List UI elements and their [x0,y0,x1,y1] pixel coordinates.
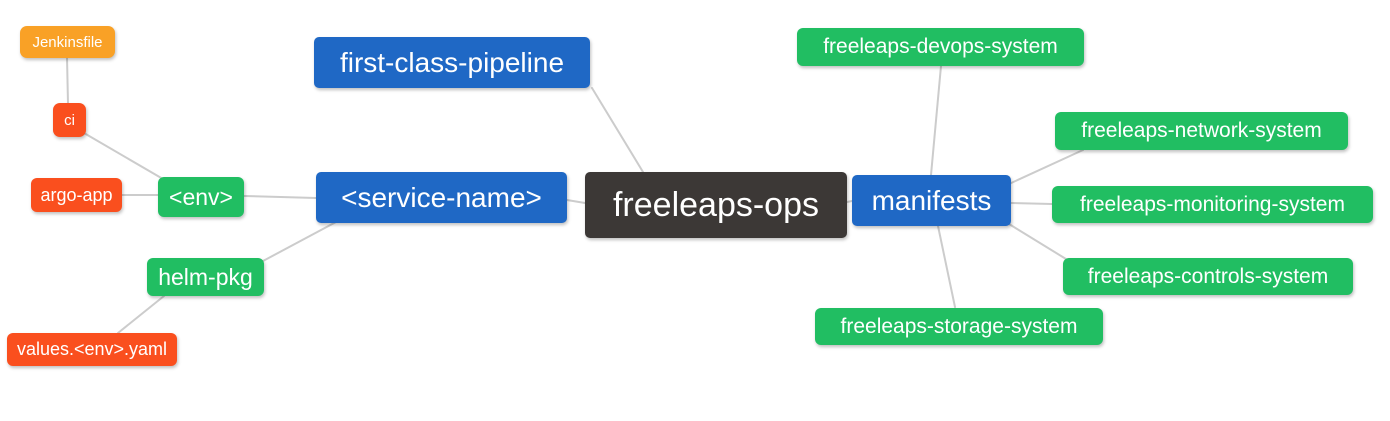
node-devops-system[interactable]: freeleaps-devops-system [797,28,1084,66]
edge-jenkinsfile-ci [66,56,69,105]
edge-manifests-storage [937,225,956,308]
edge-manifests-controls [1008,223,1067,260]
edge-env-service-name [243,195,317,199]
node-freeleaps-ops-root[interactable]: freeleaps-ops [585,172,847,238]
edge-manifests-monitoring [1010,202,1053,205]
node-jenkinsfile[interactable]: Jenkinsfile [20,26,115,58]
node-controls-system[interactable]: freeleaps-controls-system [1063,258,1353,295]
edge-service-name-root [566,199,586,204]
edge-ci-env [83,132,164,180]
edge-pipeline-root [591,87,644,173]
node-first-class-pipeline[interactable]: first-class-pipeline [314,37,590,88]
edge-manifests-network [1008,149,1084,185]
edge-manifests-devops [930,65,942,176]
node-ci[interactable]: ci [53,103,86,137]
node-manifests[interactable]: manifests [852,175,1011,226]
node-argo-app[interactable]: argo-app [31,178,122,212]
node-service-name[interactable]: <service-name> [316,172,567,223]
node-helm-pkg[interactable]: helm-pkg [147,258,264,296]
node-storage-system[interactable]: freeleaps-storage-system [815,308,1103,345]
edge-helm-pkg-values [117,295,165,334]
node-monitoring-system[interactable]: freeleaps-monitoring-system [1052,186,1373,223]
node-network-system[interactable]: freeleaps-network-system [1055,112,1348,150]
edge-root-manifests [846,200,853,203]
node-values-env-yaml[interactable]: values.<env>.yaml [7,333,177,366]
edge-service-name-helm-pkg [262,221,337,262]
node-env[interactable]: <env> [158,177,244,217]
